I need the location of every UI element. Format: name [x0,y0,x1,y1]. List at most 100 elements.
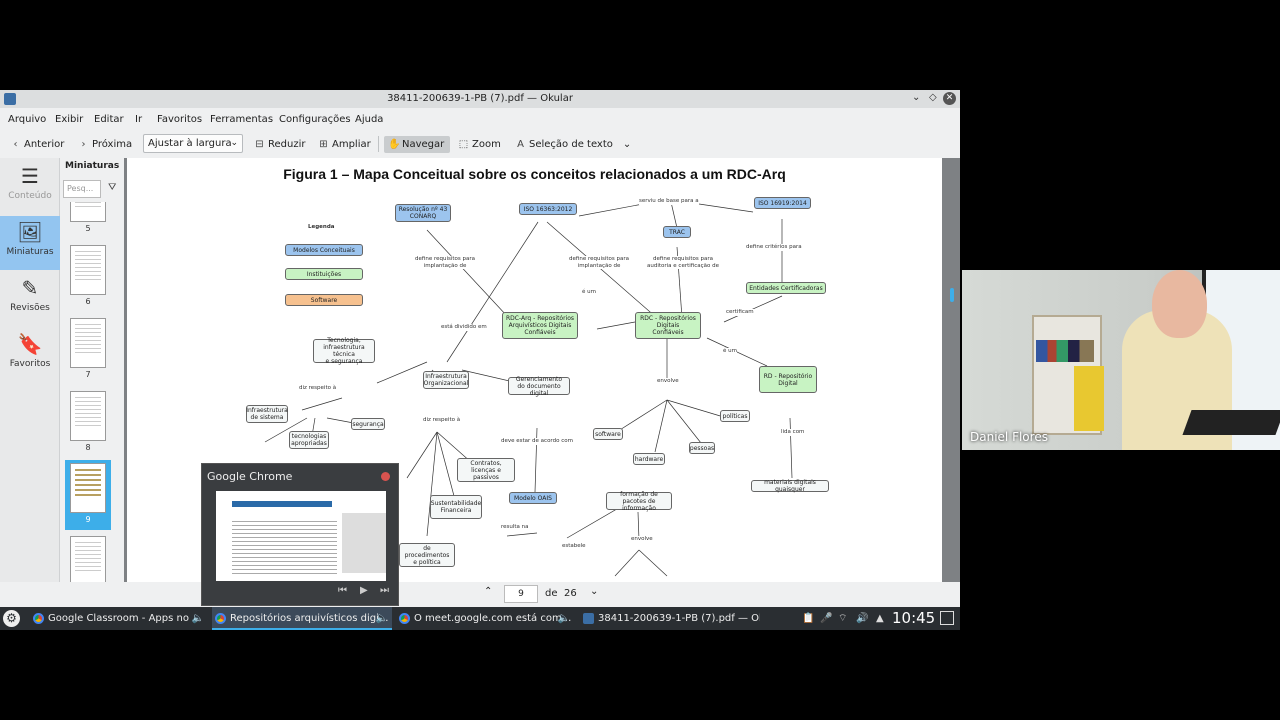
close-window-icon[interactable]: ✕ [943,92,956,105]
media-play-icon[interactable]: ▶ [360,585,368,596]
keep-above-icon[interactable]: ◇ [929,92,937,103]
thumbnail-page-5[interactable]: 5 [65,202,111,233]
participant-name: Daniel Flores [970,430,1048,444]
task-okular[interactable]: 38411-200639-1-PB (7).pdf — Oku... [580,607,760,630]
thumbnail-search-input[interactable]: Pesq... [63,180,101,198]
link-lida-com: lida com [781,429,805,436]
task-google-classroom[interactable]: Google Classroom - Apps no ...🔈 [30,607,208,630]
page-preview [70,463,106,513]
browse-tool-button[interactable]: ✋Navegar [384,136,451,153]
page-number-input[interactable]: 9 [504,585,538,603]
zoom-mode-select[interactable]: Ajustar à largura⌄ [143,134,243,153]
previous-page-button[interactable]: ‹Anterior [10,136,65,153]
concept-map-links [264,201,793,577]
node-procedimentos: de procedimentos e política [399,543,455,567]
toolbar: ‹Anterior ›Próxima Ajustar à largura⌄ ⊟R… [0,132,960,156]
node-rdc: RDC - Repositórios Digitais Confiáveis [635,312,701,339]
link-define-2: define requisitos para implantação de [569,256,630,269]
volume-icon[interactable]: 🔊 [856,613,869,624]
media-next-icon[interactable]: ⏭ [380,585,389,596]
thumbnail-page-8[interactable]: 8 [65,391,111,452]
reviews-tab[interactable]: ✎Revisões [0,276,60,313]
node-infra-org: Infraestrutura Organizacional [423,371,469,389]
node-infra-sistema: Infraestrutura de sistema [246,405,288,423]
link-envolve-2: envolve [631,536,653,543]
contents-tab[interactable]: ☰Conteúdo [0,164,60,201]
thumbnail-page-9-selected[interactable]: 9 [65,460,111,530]
tray-expand-icon[interactable]: ▲ [876,613,884,624]
menu-ferramentas[interactable]: Ferramentas [210,114,274,125]
task-label: Google Classroom - Apps no ... [48,613,202,624]
menu-arquivo[interactable]: Arquivo [8,114,47,125]
link-diz-respeito-2: diz respeito à [423,417,461,424]
figure-title: Figura 1 – Mapa Conceitual sobre os conc… [283,166,786,182]
preview-close-icon[interactable] [381,472,390,481]
thumbnail-page-10[interactable] [65,536,111,582]
clipboard-icon[interactable]: 📋 [802,613,815,624]
page-up-icon[interactable]: ⌃ [484,586,493,597]
menu-bar: Arquivo Exibir Editar Ir Favoritos Ferra… [0,110,960,130]
toolbar-separator [378,136,379,152]
thumbnail-page-7[interactable]: 7 [65,318,111,379]
link-e-um-2: é um [723,348,737,355]
menu-ir[interactable]: Ir [135,114,143,125]
page-of-label: de [545,588,558,599]
link-define-3: define requisitos para auditoria e certi… [647,256,720,269]
chrome-icon [215,613,226,624]
page-total-label: 26 [564,588,577,599]
show-desktop-icon[interactable] [940,611,954,625]
node-trac: TRAC [663,226,691,238]
zoom-mode-value: Ajustar à largura [148,138,232,149]
page-preview [70,536,106,582]
menu-exibir[interactable]: Exibir [55,114,84,125]
wifi-icon[interactable]: ⌔ [838,613,848,624]
contents-label: Conteúdo [8,191,52,201]
preview-thumbnail[interactable] [216,491,386,581]
menu-editar[interactable]: Editar [94,114,124,125]
filter-icon[interactable]: ⛛ [108,182,117,193]
zoom-in-button[interactable]: ⊞Ampliar [318,136,370,153]
taskbar: ⚙ Google Classroom - Apps no ...🔈 Reposi… [0,607,960,630]
link-resulta: resulta na [501,524,529,531]
hand-icon: ✋ [388,139,401,150]
bookmarks-tab[interactable]: 🔖Favoritos [0,332,60,369]
legend-conceptual-models: Modelos Conceituais [285,244,363,256]
menu-configuracoes[interactable]: Configurações [279,114,351,125]
text-select-label: Seleção de texto [529,139,613,150]
page-number: 6 [85,297,91,306]
next-page-button[interactable]: ›Próxima [78,136,133,153]
node-resolucao: Resolução nº 43 CONARQ [395,204,451,222]
image-icon: 🖼 [17,220,43,244]
menu-ajuda[interactable]: Ajuda [355,114,384,125]
thumbnail-page-6[interactable]: 6 [65,245,111,306]
microphone-icon[interactable]: 🎤 [820,613,833,624]
thumbnail-list[interactable]: 5 6 7 8 9 [60,202,118,582]
zoom-tool-button[interactable]: ⬚Zoom [458,136,501,153]
zoom-tool-icon: ⬚ [458,139,469,150]
document-scrollbar[interactable] [950,288,954,302]
zoom-in-icon: ⊞ [319,139,328,150]
zoom-out-label: Reduzir [268,139,306,150]
minimize-icon[interactable]: ⌄ [912,92,921,103]
application-launcher-icon[interactable]: ⚙ [3,610,20,627]
link-certificam: certificam [726,309,754,316]
task-repositorios[interactable]: Repositórios arquivísticos digi...🔈 [212,607,392,630]
media-previous-icon[interactable]: ⏮ [338,585,347,596]
chrome-window-preview[interactable]: Google Chrome ⏮ ▶ ⏭ [201,463,399,606]
zoom-out-button[interactable]: ⊟Reduzir [254,136,305,153]
task-meet[interactable]: O meet.google.com está com...🔈 [396,607,574,630]
okular-app-icon [4,93,16,105]
legend-title: Legenda [308,224,335,231]
preview-banner [232,501,332,507]
thumbnails-tab[interactable]: 🖼Miniaturas [0,216,60,270]
document-view[interactable]: Figura 1 – Mapa Conceitual sobre os conc… [124,158,960,582]
chrome-icon [33,613,44,624]
clock[interactable]: 10:45 [892,609,936,627]
menu-favoritos[interactable]: Favoritos [157,114,203,125]
page-down-icon[interactable]: ⌄ [590,586,599,597]
link-serviu: serviu de base para a [639,198,699,205]
node-politicas: políticas [720,410,750,422]
title-bar[interactable]: 38411-200639-1-PB (7).pdf — Okular ⌄ ◇ ✕ [0,90,960,108]
